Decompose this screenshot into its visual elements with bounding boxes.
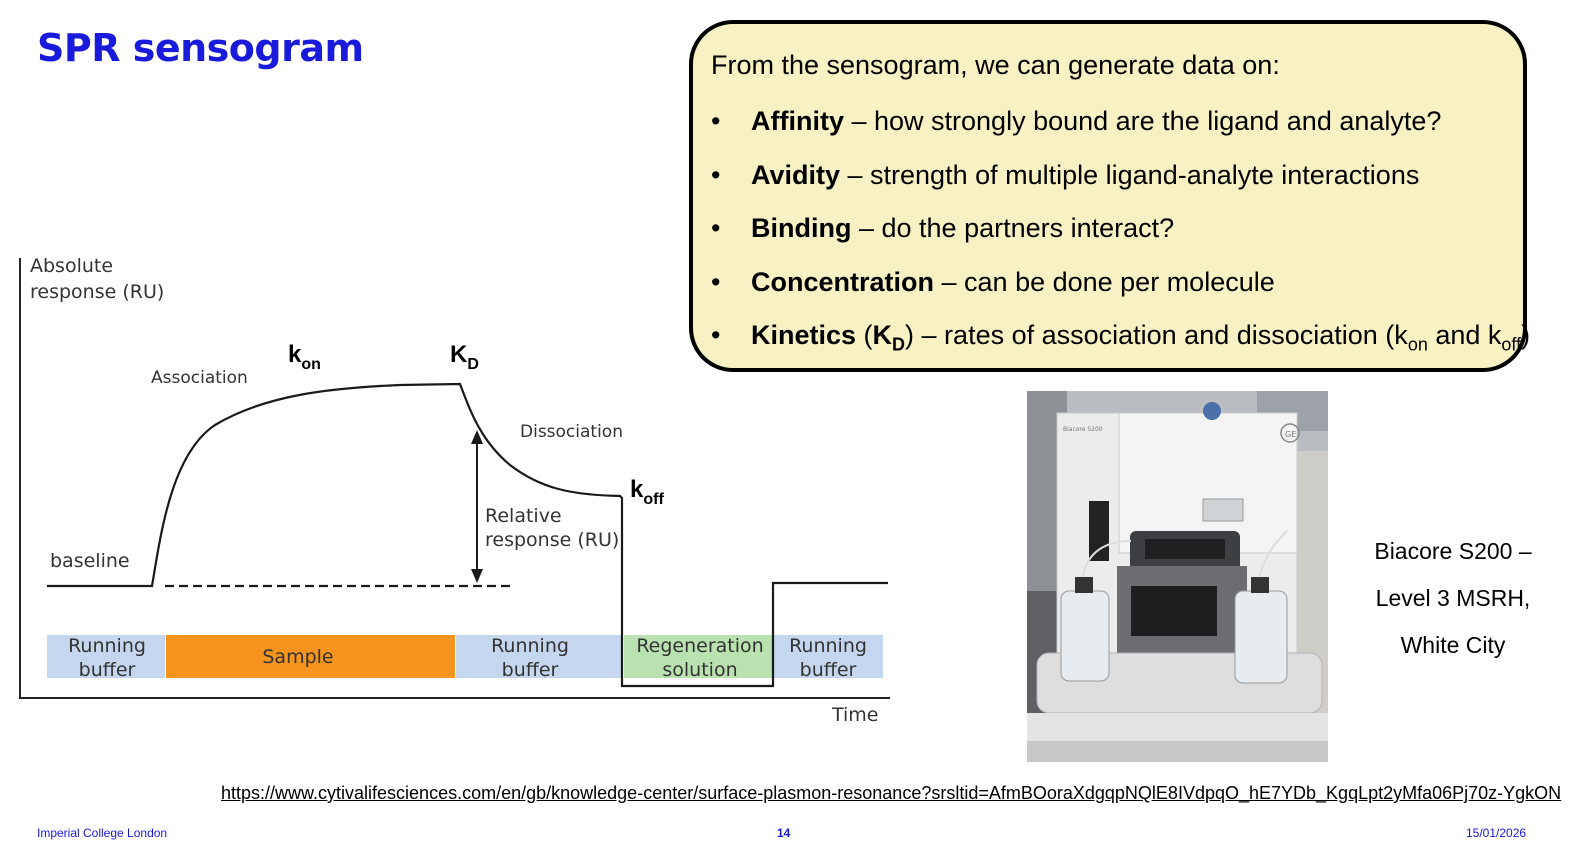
- phase-label-5a: Running: [789, 635, 867, 657]
- term-binding: Binding: [751, 213, 852, 243]
- phase-label-3b: buffer: [502, 659, 559, 681]
- relative-response-label-line1: Relative: [485, 505, 562, 527]
- kd-label: KD: [450, 341, 479, 373]
- kd-symbol: KD: [872, 320, 906, 355]
- kinetics-text-d: ): [1521, 320, 1531, 350]
- x-axis-label: Time: [831, 704, 879, 726]
- phase-label-4b: solution: [662, 659, 737, 681]
- footer-institution: Imperial College London: [37, 826, 168, 840]
- desc-avidity: – strength of multiple ligand-analyte in…: [840, 159, 1420, 190]
- term-kinetics: Kinetics: [751, 320, 857, 350]
- phase-label-3a: Running: [491, 635, 569, 657]
- phase-label-4a: Regeneration: [636, 635, 763, 657]
- footer-date: 15/01/2026: [1466, 826, 1527, 840]
- kinetics-text-c: and k: [1427, 320, 1502, 350]
- caption-line1: Biacore S200 –: [1374, 538, 1532, 564]
- phase-label-2: Sample: [262, 646, 333, 668]
- phase-bar-running-buffer-2: [456, 635, 623, 678]
- bullet-icon: •: [711, 320, 721, 350]
- koff-label: koff: [630, 476, 664, 508]
- relative-response-label-line2: response (RU): [485, 529, 619, 551]
- bullet-icon: •: [711, 213, 721, 243]
- footer-page-number: 14: [777, 826, 791, 840]
- data-types-box: From the sensogram, we can generate data…: [689, 20, 1530, 374]
- kinetics-text-b: ) – rates of association and dissociatio…: [905, 320, 1408, 350]
- arrow-head-up-icon: [471, 430, 483, 444]
- y-axis-label-line2: response (RU): [30, 281, 164, 303]
- y-axis-label-line1: Absolute: [30, 255, 113, 277]
- brand-text: Biacore S200: [1063, 426, 1103, 433]
- phase-label-1b: buffer: [79, 659, 136, 681]
- bullet-icon: •: [711, 266, 721, 297]
- term-affinity: Affinity: [751, 106, 844, 136]
- biacore-instrument-photo: GE Biacore S200: [1027, 391, 1328, 762]
- ge-logo-text: GE: [1285, 430, 1296, 439]
- instrument-caption: Biacore S200 – Level 3 MSRH, White City: [1340, 528, 1566, 669]
- bullet-icon: •: [711, 159, 721, 190]
- list-item-kinetics: • Kinetics (KD) – rates of association an…: [711, 320, 1530, 374]
- phase-bar-regeneration: [624, 635, 772, 678]
- phase-label-5b: buffer: [800, 659, 857, 681]
- sensogram-diagram: Running buffer Sample Running buffer Reg…: [19, 255, 890, 726]
- phase-label-1a: Running: [68, 635, 146, 657]
- phase-bar-running-buffer-3: [773, 635, 883, 678]
- source-link[interactable]: https://www.cytivalifesciences.com/en/gb…: [221, 783, 1562, 803]
- bullet-icon: •: [711, 106, 721, 136]
- baseline-label: baseline: [50, 550, 130, 572]
- term-concentration: Concentration: [751, 266, 935, 297]
- buffer-bottle-right: [1234, 590, 1288, 684]
- slide-title: SPR sensogram: [37, 26, 364, 70]
- sensogram-curve: [47, 382, 888, 688]
- caption-line2: Level 3 MSRH,: [1375, 585, 1531, 611]
- infobox-intro: From the sensogram, we can generate data…: [711, 50, 1280, 80]
- koff-subscript: off: [1501, 334, 1522, 355]
- list-item-affinity: • Affinity – how strongly bound are the l…: [711, 106, 1523, 160]
- association-label: Association: [151, 368, 248, 388]
- arrow-head-down-icon: [471, 569, 483, 583]
- data-types-list: • Affinity – how strongly bound are the l…: [711, 106, 1530, 374]
- list-item-avidity: • Avidity – strength of multiple ligand-a…: [711, 160, 1523, 214]
- term-avidity: Avidity: [751, 159, 841, 190]
- kinetics-text-a: (: [856, 320, 873, 350]
- list-item-concentration: • Concentration – can be done per molecul…: [711, 267, 1523, 321]
- ge-logo-icon: [1203, 402, 1221, 420]
- phase-bar-running-buffer-1: [47, 635, 165, 678]
- list-item-binding: • Binding – do the partners interact?: [711, 213, 1523, 267]
- dissociation-label: Dissociation: [520, 422, 623, 442]
- desc-concentration: – can be done per molecule: [934, 266, 1275, 297]
- caption-line3: White City: [1400, 632, 1506, 658]
- buffer-bottle-left: [1060, 590, 1110, 682]
- desc-affinity: – how strongly bound are the ligand and …: [843, 106, 1442, 136]
- desc-binding: – do the partners interact?: [851, 213, 1175, 243]
- ge-logo-icon: [1280, 423, 1300, 443]
- kon-subscript: on: [1407, 334, 1428, 355]
- kon-label: kon: [288, 341, 321, 373]
- phase-bar-sample: [166, 635, 455, 678]
